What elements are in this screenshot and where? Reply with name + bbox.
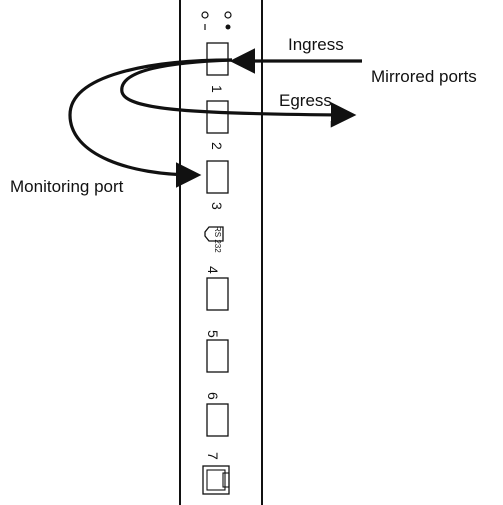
port-4[interactable] xyxy=(206,277,229,311)
port-2-number: 2 xyxy=(209,142,225,150)
port-5-number: 5 xyxy=(205,330,221,338)
monitoring-port-label: Monitoring port xyxy=(10,177,124,196)
port-3-number: 3 xyxy=(209,202,225,210)
status-led-icon xyxy=(224,11,232,19)
mirrored-ports-label: Mirrored ports xyxy=(371,67,477,86)
port-2[interactable] xyxy=(206,100,229,134)
port-7-number: 7 xyxy=(205,452,221,460)
port-6[interactable] xyxy=(206,403,229,437)
rs232-connector-icon[interactable] xyxy=(204,226,224,242)
port-5[interactable] xyxy=(206,339,229,373)
port-6-number: 6 xyxy=(205,392,221,400)
port-1-number: 1 xyxy=(209,85,225,93)
egress-label: Egress xyxy=(279,91,332,110)
port-7[interactable] xyxy=(202,465,230,495)
status-led-dot xyxy=(225,24,231,30)
ingress-label: Ingress xyxy=(288,35,344,54)
rs232-label: RS 232 xyxy=(213,226,222,253)
port-4-number: 4 xyxy=(205,266,221,274)
mirror-arrow xyxy=(68,58,233,188)
port-3[interactable] xyxy=(206,160,229,194)
egress-arrow xyxy=(120,58,357,128)
power-led-icon xyxy=(201,11,209,19)
